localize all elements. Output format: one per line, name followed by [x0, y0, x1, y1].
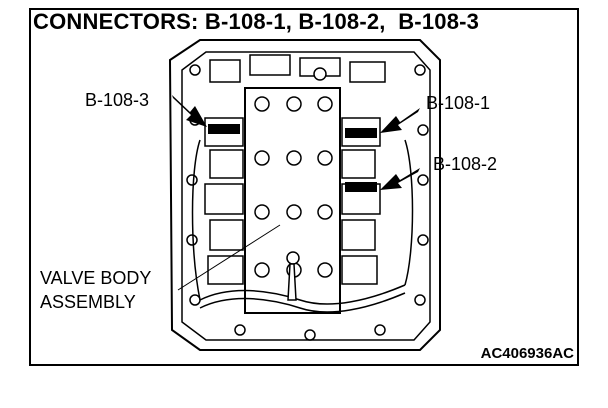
right-solenoids: [341, 117, 381, 285]
page-title: CONNECTORS: B-108-1, B-108-2, B-108-3: [33, 9, 480, 34]
label-b108-1: B-108-1: [426, 93, 491, 113]
connector-b108-2: [345, 182, 377, 192]
top-components: [209, 54, 386, 83]
left-solenoids: [204, 117, 244, 285]
housing-inner-outline: [181, 51, 431, 341]
connector-b108-1: [345, 128, 377, 138]
connector-b108-3: [208, 124, 240, 134]
arrow-b108-3: [172, 95, 207, 127]
valve-body-leader: [177, 224, 281, 291]
label-b108-2: B-108-2: [433, 154, 498, 174]
center-stub: [286, 251, 300, 301]
label-valve-body-line1: VALVE BODY: [40, 268, 152, 288]
label-b108-3: B-108-3: [85, 90, 150, 110]
figure-code: AC406936AC: [480, 345, 574, 362]
label-valve-body-line2: ASSEMBLY: [40, 292, 136, 312]
plate-bolts: [254, 96, 333, 278]
wiring-harness: [191, 139, 414, 313]
arrow-b108-2: [380, 168, 420, 190]
arrow-b108-1: [380, 108, 420, 133]
